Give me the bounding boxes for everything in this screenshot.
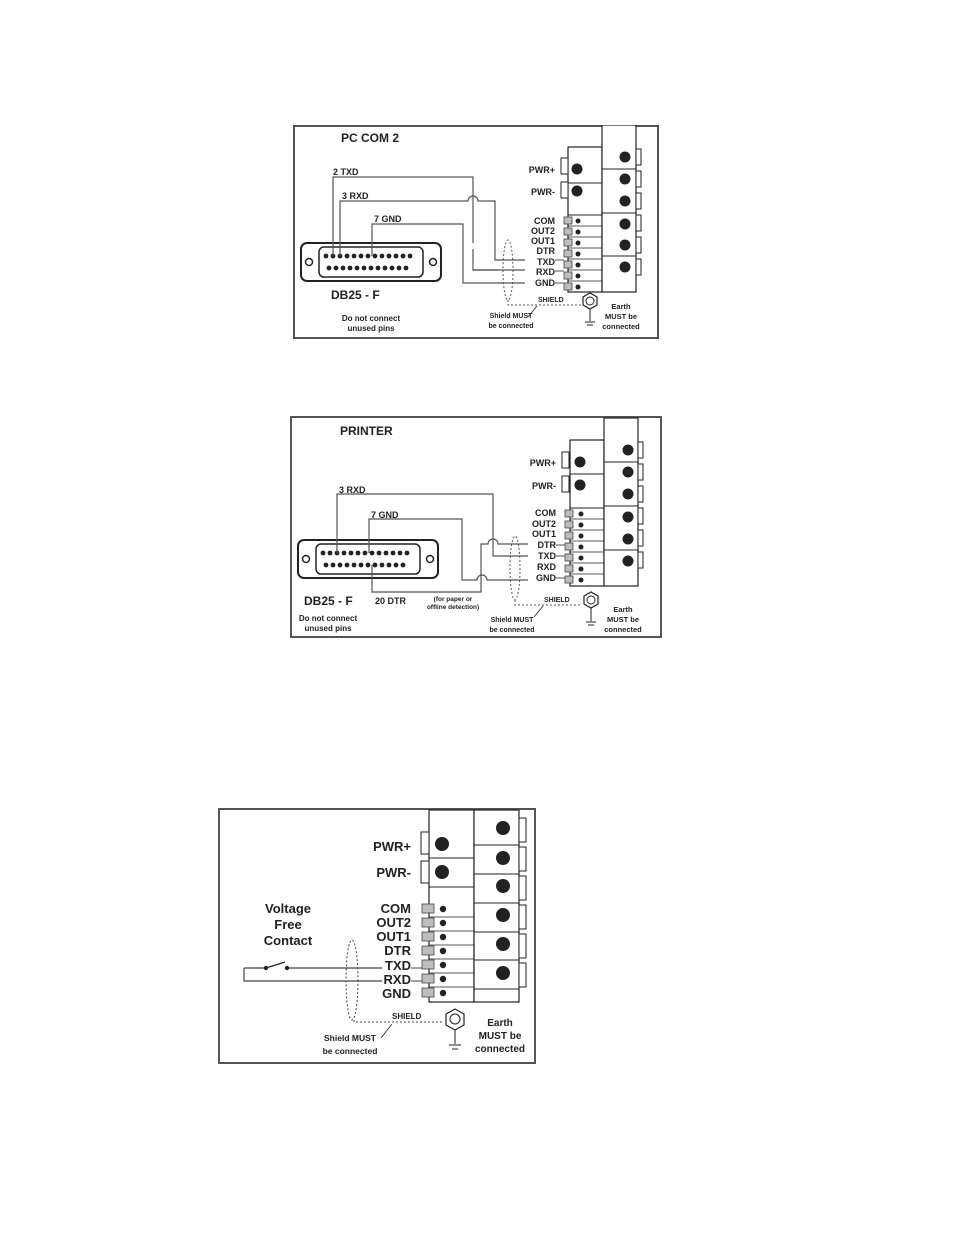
- db25-connector: [300, 242, 442, 282]
- wire-dtr: [371, 538, 528, 593]
- unused-pins-note: unused pins: [304, 624, 352, 633]
- pc-com2-wiring-svg: PC COM 2 DB25 - F Do not connect unused …: [293, 124, 659, 339]
- terminal-label-pwr-plus: PWR+: [373, 839, 411, 854]
- shield-note: Shield MUST: [491, 617, 535, 624]
- shield-label: SHIELD: [544, 597, 570, 604]
- arrow-icon: [527, 305, 538, 318]
- terminal-label-dtr: DTR: [538, 540, 557, 550]
- wire-label-gnd: 7 GND: [371, 510, 399, 520]
- terminal-label-out2: OUT2: [376, 915, 411, 930]
- earth-note: connected: [602, 322, 640, 331]
- db25-connector: [297, 539, 439, 579]
- wires: [332, 176, 525, 284]
- earth-ground-icon: [445, 1008, 465, 1050]
- earth-note: connected: [604, 625, 642, 634]
- wire-rxd: [336, 493, 528, 557]
- shield-label: SHIELD: [538, 297, 564, 304]
- connector-label: DB25 - F: [304, 594, 353, 608]
- pc-com2-diagram: PC COM 2 DB25 - F Do not connect unused …: [293, 124, 659, 339]
- shield-note: be connected: [489, 627, 534, 634]
- terminal-block: [561, 417, 644, 587]
- terminal-label-rxd: RXD: [537, 562, 557, 572]
- contact-label: Free: [274, 917, 301, 932]
- terminal-label-rxd: RXD: [536, 267, 556, 277]
- wire-label-rxd: 3 RXD: [342, 191, 369, 201]
- shield-note: be connected: [323, 1046, 378, 1056]
- mount-hole-icon: [428, 257, 438, 267]
- earth-note: Earth: [611, 302, 631, 311]
- printer-wiring-svg: PRINTER DB25 - F Do not connect unused p…: [290, 416, 662, 638]
- earth-note: connected: [475, 1044, 525, 1055]
- unused-pins-note: Do not connect: [299, 614, 358, 623]
- unused-pins-note: Do not connect: [342, 314, 401, 323]
- shield-ellipse: [345, 939, 359, 1021]
- shield-note: Shield MUST: [490, 313, 534, 320]
- wire-label-dtr: 20 DTR: [375, 596, 407, 606]
- wire-gnd: [368, 518, 528, 581]
- wire-label-txd: 2 TXD: [333, 167, 359, 177]
- earth-note: Earth: [487, 1018, 513, 1029]
- terminal-label-out1: OUT1: [376, 929, 411, 944]
- terminal-label-out2: OUT2: [532, 519, 556, 529]
- terminal-label-pwr-minus: PWR-: [376, 865, 411, 880]
- terminal-label-txd: TXD: [538, 551, 557, 561]
- terminal-label-pwr-plus: PWR+: [529, 165, 555, 175]
- shield-note: Shield MUST: [324, 1033, 377, 1043]
- shield-label: SHIELD: [392, 1012, 422, 1021]
- terminal-label-dtr: DTR: [537, 246, 556, 256]
- earth-ground-icon: [583, 591, 599, 626]
- arrow-icon: [380, 1023, 393, 1039]
- terminal-label-out1: OUT1: [532, 529, 556, 539]
- arrow-icon: [533, 605, 544, 618]
- earth-note: Earth: [613, 605, 633, 614]
- earth-ground-icon: [582, 292, 598, 326]
- terminal-label-gnd: GND: [382, 986, 411, 1001]
- terminal-label-pwr-minus: PWR-: [532, 481, 556, 491]
- terminal-label-rxd: RXD: [384, 972, 411, 987]
- terminal-label-txd: TXD: [385, 958, 411, 973]
- diagram-title: PRINTER: [340, 424, 393, 438]
- printer-diagram: PRINTER DB25 - F Do not connect unused p…: [290, 416, 662, 638]
- shield-ellipse: [502, 239, 514, 301]
- terminal-label-com: COM: [535, 508, 556, 518]
- terminal-block: [420, 809, 527, 1003]
- terminal-label-com: COM: [381, 901, 411, 916]
- terminal-label-txd: TXD: [537, 257, 556, 267]
- terminal-label-com: COM: [534, 216, 555, 226]
- contact-label: Voltage: [265, 901, 311, 916]
- wire-label-rxd: 3 RXD: [339, 485, 366, 495]
- terminal-label-out1: OUT1: [531, 236, 555, 246]
- earth-note: MUST be: [607, 615, 639, 624]
- terminal-label-gnd: GND: [535, 278, 556, 288]
- terminal-label-gnd: GND: [536, 573, 557, 583]
- earth-note: MUST be: [479, 1031, 522, 1042]
- wires: [336, 493, 528, 593]
- mount-hole-icon: [425, 554, 435, 564]
- earth-note: MUST be: [605, 312, 637, 321]
- terminal-label-pwr-plus: PWR+: [530, 458, 556, 468]
- voltage-free-contact-diagram: Voltage Free Contact SHIELD Shield MUST …: [218, 808, 536, 1064]
- mount-hole-icon: [301, 554, 311, 564]
- diagram-title: PC COM 2: [341, 131, 399, 145]
- wire-rxd: [339, 195, 525, 261]
- switch-icon: [243, 961, 374, 982]
- terminal-label-pwr-minus: PWR-: [531, 187, 555, 197]
- contact-label: Contact: [264, 933, 313, 948]
- shield-note: be connected: [488, 323, 533, 330]
- mount-hole-icon: [304, 257, 314, 267]
- unused-pins-note: unused pins: [347, 324, 395, 333]
- wire-gnd: [371, 223, 525, 284]
- terminal-block: [560, 124, 642, 293]
- contact-wiring-svg: Voltage Free Contact SHIELD Shield MUST …: [218, 808, 536, 1064]
- dtr-note: (for paper or: [434, 596, 473, 603]
- terminal-label-out2: OUT2: [531, 226, 555, 236]
- dtr-note: offline detection): [427, 604, 479, 611]
- terminal-label-dtr: DTR: [384, 943, 411, 958]
- wire-label-gnd: 7 GND: [374, 214, 402, 224]
- connector-label: DB25 - F: [331, 288, 380, 302]
